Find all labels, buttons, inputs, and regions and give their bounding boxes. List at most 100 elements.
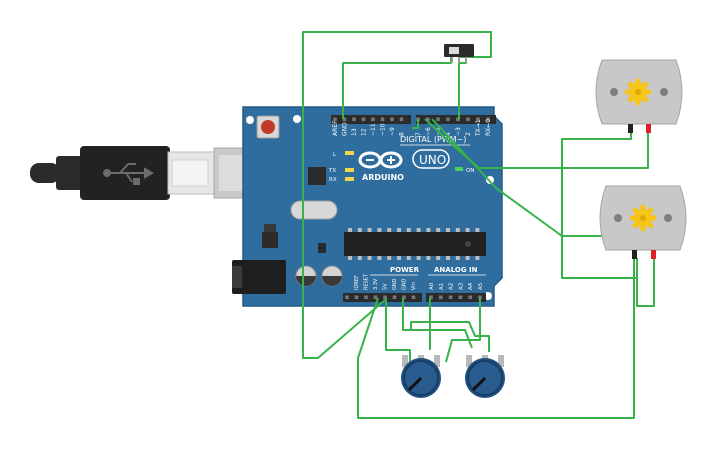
analog-pin-hole[interactable] [439,295,443,300]
analog-header-label: ANALOG IN [434,266,478,274]
led-tx [345,168,354,172]
usb-symbol-icon [103,163,155,185]
analog-pin-hole[interactable] [478,295,482,300]
power-pin-hole[interactable] [383,295,387,300]
usb-chip [308,167,326,185]
digital-pin-label: AREF [332,120,339,136]
voltage-regulator-tab [264,224,276,232]
potentiometer-2[interactable] [465,355,505,398]
power-jack-opening [232,266,242,288]
power-pin-hole[interactable] [402,295,406,300]
digital-pin-hole[interactable] [352,117,356,122]
usb-cable[interactable] [30,146,265,200]
slide-switch[interactable] [444,44,474,63]
chip-pin [357,228,362,232]
analog-pin-hole[interactable] [468,295,472,300]
power-pin-hole[interactable] [392,295,397,300]
model-label: UNO [419,153,446,167]
digital-pin-label: ~9 [389,127,396,136]
digital-pin-label: 4 [445,132,452,136]
voltage-regulator [262,232,278,248]
wire-switch-5v[interactable] [302,31,492,359]
power-header [343,293,422,302]
chip-pin [397,256,401,260]
chip-pin [406,228,411,232]
digital-pin-hole[interactable] [361,117,366,122]
digital-header-left [331,115,411,124]
switch-slider[interactable] [449,47,459,54]
power-jack [232,260,286,294]
analog-pin-hole[interactable] [458,295,463,300]
wire-motor1-pos[interactable] [424,118,649,169]
wire-motor2-signal[interactable] [431,118,632,237]
crystal [290,200,338,220]
digital-pin-hole[interactable] [486,117,490,122]
analog-pin-hole[interactable] [448,295,453,300]
chip-pin [436,228,441,232]
digital-pin-label: GND [342,122,349,136]
mount-hole [246,116,254,124]
led-rx [345,177,354,181]
wire-5v-pot1[interactable] [385,298,411,362]
chip-pin [446,228,450,232]
power-pin-hole[interactable] [354,295,359,300]
digital-pin-hole[interactable] [456,117,460,122]
power-pin-label: RESET [364,273,370,290]
digital-pin-label: TX→1 [475,119,482,137]
analog-pin-label: A3 [458,282,464,290]
usb-connector-inner [171,159,209,187]
potentiometer-1[interactable] [401,355,441,398]
motor-2-screw [614,214,622,222]
wire-pot1-pot2[interactable] [410,321,490,352]
reset-button-cap [261,120,275,134]
digital-pin-hole[interactable] [380,117,385,122]
chip-pin [367,256,372,260]
led-l-label: L [333,152,337,158]
power-pin-hole[interactable] [373,295,378,300]
smd-component [318,243,326,253]
digital-pin-label: ~6 [425,127,432,136]
digital-pin-hole[interactable] [399,117,404,122]
chip-notch [465,241,471,247]
analog-pin-label: A2 [449,283,455,290]
dc-motor-1[interactable] [595,59,683,133]
gear-icon [630,205,656,231]
digital-pin-hole[interactable] [466,117,470,122]
gear-tooth [635,99,641,105]
switch-pin [465,57,467,63]
switch-pin [451,57,453,63]
digital-pin-hole[interactable] [342,117,347,122]
wire-motor2-pos[interactable] [636,258,655,307]
digital-pin-hole[interactable] [476,117,480,122]
digital-pin-hole[interactable] [446,117,450,122]
power-pin-hole[interactable] [364,295,368,300]
chip-pin [426,228,431,232]
power-pin-hole[interactable] [345,295,349,300]
wire-d7-stub[interactable] [412,119,419,129]
led-l [345,151,354,155]
chip-pin [367,228,372,232]
digital-pin-hole[interactable] [426,117,430,122]
analog-pin-hole[interactable] [429,295,433,300]
capacitor-stripe [296,276,316,286]
wire-a5-pot2[interactable] [445,298,481,363]
gear-tooth [640,225,646,231]
chip-pin [465,228,470,232]
chip-pin [387,256,392,260]
digital-pin-hole[interactable] [390,117,394,122]
chip-pin [397,228,401,232]
wire-gnd-motor2[interactable] [357,258,635,419]
digital-pin-label: ~3 [455,127,462,136]
digital-pin-label: 7 [415,132,422,136]
digital-pin-hole[interactable] [371,117,375,122]
dc-motor-2[interactable] [599,185,687,259]
digital-pin-hole[interactable] [333,117,337,122]
chip-pin [446,256,450,260]
gear-tooth [635,79,641,85]
digital-header-label: DIGITAL (PWM~) [400,135,466,144]
digital-pin-hole[interactable] [436,117,440,122]
power-pin-hole[interactable] [411,295,416,300]
led-on [455,167,463,171]
led-rx-label: RX [329,177,337,183]
